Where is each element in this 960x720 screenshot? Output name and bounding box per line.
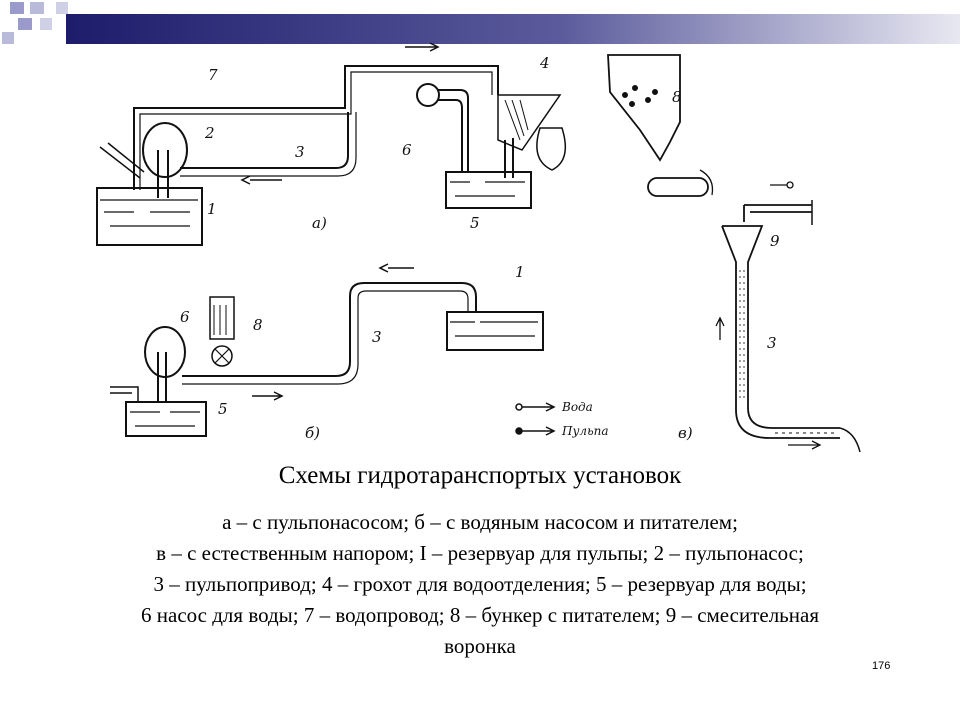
svg-text:5: 5: [218, 400, 228, 418]
bunker-8-v: [607, 54, 681, 162]
pulp-pump-a: [142, 122, 188, 178]
pulp-pipe-a: [180, 112, 349, 169]
svg-text:3: 3: [767, 334, 777, 352]
pulp-reservoir-b: [446, 311, 544, 351]
svg-text:6: 6: [180, 308, 190, 326]
scheme-v: 8 9 3 в): [607, 54, 861, 453]
svg-text:7: 7: [208, 66, 218, 84]
svg-text:5: 5: [470, 214, 480, 232]
svg-text:1: 1: [207, 200, 217, 218]
page-number: 176: [872, 660, 891, 672]
svg-text:1: 1: [515, 263, 525, 281]
svg-text:а): а): [312, 214, 327, 232]
water-reservoir-b: [125, 401, 207, 437]
svg-text:в): в): [678, 424, 693, 442]
pulp-pipe-b: [182, 282, 477, 377]
svg-text:8: 8: [253, 316, 263, 334]
legend: Вода Пульпа: [515, 400, 608, 438]
caption-line-1: а – с пульпонасосом; б – с водяным насос…: [222, 510, 738, 534]
header-gradient-bar: [66, 14, 960, 44]
caption-line-3: 3 – пульпопривод; 4 – грохот для водоотд…: [153, 572, 807, 596]
legend-water-label: Вода: [561, 400, 593, 414]
caption-title: Схемы гидротаранспортых установок: [278, 462, 682, 489]
pulp-reservoir-a: [96, 187, 203, 246]
mixing-funnel-9: [721, 225, 840, 439]
screen-4: [497, 94, 562, 151]
hydrotransport-diagram: 7 2 3 1 6 4 5 а) 6 8 3 1 5 б): [96, 42, 861, 453]
caption-line-5: воронка: [444, 634, 516, 658]
svg-text:3: 3: [295, 143, 305, 161]
svg-text:8: 8: [672, 88, 682, 106]
svg-text:6: 6: [402, 141, 412, 159]
collector-bag: [536, 127, 567, 171]
caption-line-4: 6 насос для воды; 7 – водопровод; 8 – бу…: [141, 603, 819, 627]
scheme-b: 6 8 3 1 5 б): [110, 263, 544, 442]
svg-text:4: 4: [539, 54, 550, 72]
legend-pulp-label: Пульпа: [561, 424, 608, 438]
water-reservoir-a: [445, 171, 532, 209]
scheme-a: 7 2 3 1 6 4 5 а): [96, 42, 567, 246]
svg-text:3: 3: [372, 328, 382, 346]
water-pump-a: [416, 83, 440, 107]
bunker-8: [209, 296, 235, 340]
caption-line-2: в – с естественным напором; I – резервуа…: [156, 541, 804, 565]
svg-text:9: 9: [770, 232, 780, 250]
svg-text:2: 2: [204, 124, 215, 142]
svg-text:б): б): [305, 424, 320, 442]
header-squares: [2, 2, 68, 44]
water-pipe-7: [133, 65, 499, 190]
